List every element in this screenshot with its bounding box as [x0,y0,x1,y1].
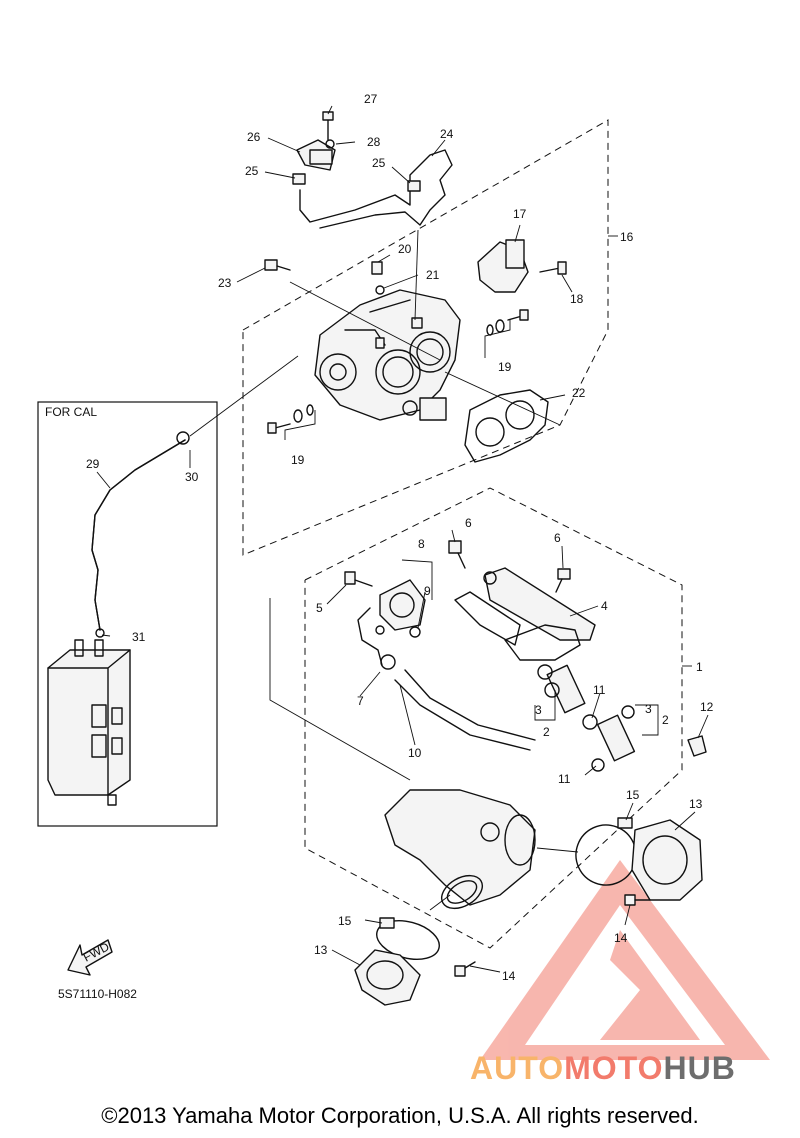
callout-25b: 25 [372,156,386,170]
callout-2a: 2 [543,725,550,739]
callout-6a: 6 [465,516,472,530]
callout-11a: 11 [593,683,606,697]
callout-16: 16 [620,230,634,244]
callout-29: 29 [86,457,100,471]
inset-label: FOR CAL [45,405,97,419]
callout-4: 4 [601,599,608,613]
callout-8: 8 [418,537,425,551]
inset-box-for-cal: FOR CAL [37,401,218,827]
callout-22: 22 [572,386,586,400]
callout-12: 12 [700,700,714,714]
watermark-auto: AUTO [470,1050,565,1086]
callout-11b: 11 [558,772,571,786]
callout-3b: 3 [645,702,652,716]
callout-6b: 6 [554,531,561,545]
watermark-moto: MOTO [564,1050,664,1086]
callout-15a: 15 [626,788,640,802]
callout-28: 28 [367,135,381,149]
fwd-arrow-icon: FWD [67,939,113,976]
leader-lines [96,105,709,973]
callout-26: 26 [247,130,261,144]
callout-14a: 14 [614,931,628,945]
callout-18: 18 [570,292,584,306]
figure-code: 5S71110-H082 [58,987,137,1001]
callout-13a: 13 [689,797,703,811]
throttle-body-assembly [264,111,567,463]
callout-10: 10 [408,746,422,760]
assembly-boundaries [242,119,683,949]
callout-7: 7 [357,694,364,708]
callout-1: 1 [696,660,703,674]
callout-27: 27 [364,92,378,106]
callout-2b: 2 [662,713,669,727]
callout-14b: 14 [502,969,516,983]
callout-30: 30 [185,470,199,484]
callout-19b: 19 [291,453,305,467]
callout-9: 9 [424,584,431,598]
intake-fuel-rail-assembly [344,540,707,1006]
callout-5: 5 [316,601,323,615]
watermark-text: AUTOMOTOHUB [470,1050,795,1087]
callout-24: 24 [440,127,454,141]
callout-numbers: 1 2 2 3 3 4 5 6 6 7 8 9 10 11 11 12 13 1… [86,92,714,983]
callout-23: 23 [218,276,232,290]
callout-20: 20 [398,242,412,256]
callout-13b: 13 [314,943,328,957]
callout-19a: 19 [498,360,512,374]
callout-17: 17 [513,207,527,221]
callout-3a: 3 [535,703,542,717]
callout-15b: 15 [338,914,352,928]
watermark-logo-icon [480,860,770,1060]
callout-31: 31 [132,630,146,644]
watermark-hub: HUB [663,1050,736,1086]
copyright-notice: ©2013 Yamaha Motor Corporation, U.S.A. A… [101,1103,699,1128]
callout-21: 21 [426,268,440,282]
callout-25a: 25 [245,164,259,178]
